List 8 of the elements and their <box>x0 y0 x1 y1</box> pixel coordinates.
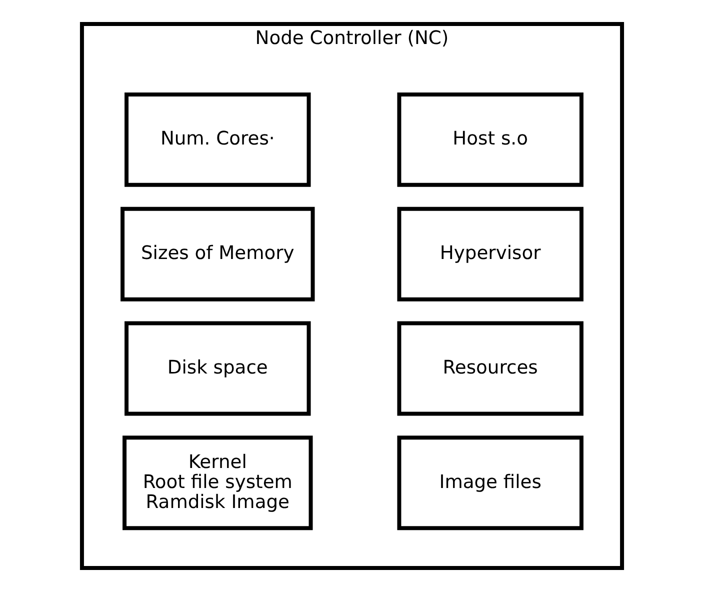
node-box: Host s.o <box>396 92 583 187</box>
node-box: Kernel Root file system Ramdisk Image <box>122 436 312 530</box>
node-box: Image files <box>396 436 583 530</box>
node-box: Hypervisor <box>396 206 583 302</box>
node-box: Num. Cores· <box>124 92 310 187</box>
node-box: Resources <box>396 321 583 416</box>
node-box: Disk space <box>124 321 310 416</box>
node-box: Sizes of Memory <box>120 206 314 302</box>
